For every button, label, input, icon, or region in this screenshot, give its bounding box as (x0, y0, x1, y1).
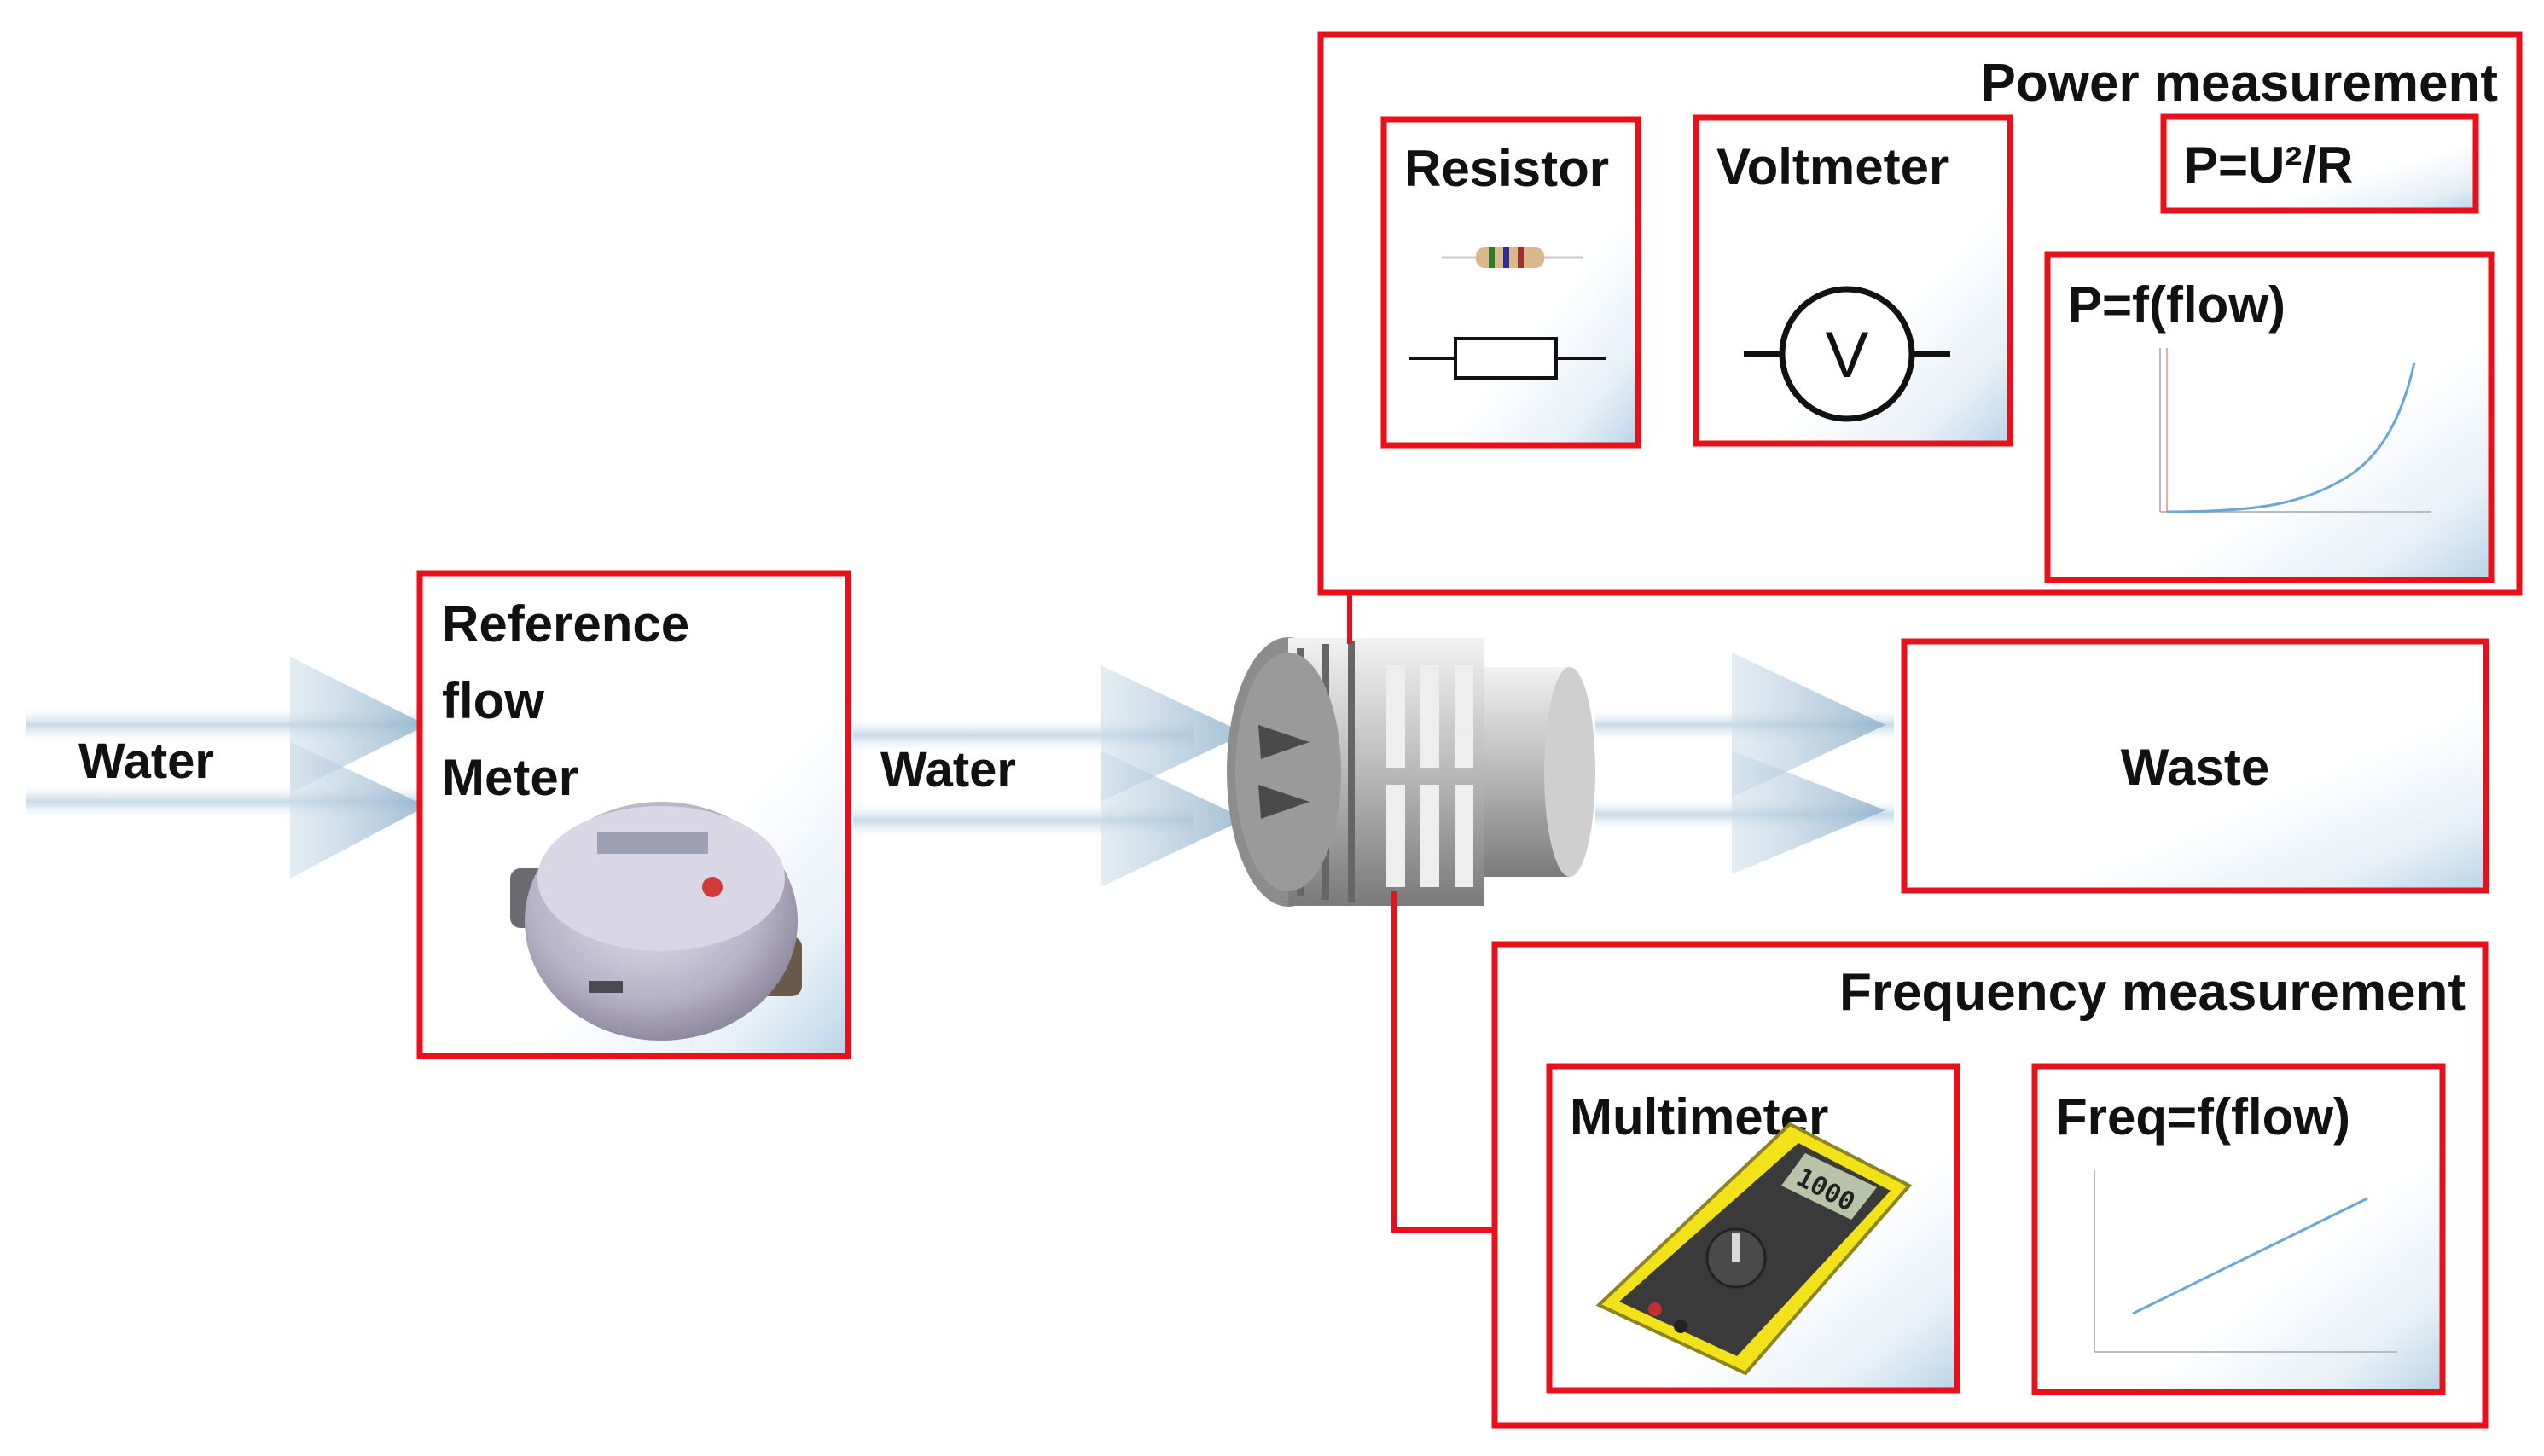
voltmeter-icon: V (1744, 286, 1950, 422)
waste-box: Waste (1901, 638, 2489, 894)
resistor-title: Resistor (1404, 140, 1609, 197)
water-meter-icon (510, 802, 802, 1041)
frequency-plot-title: Freq=f(flow) (2056, 1088, 2350, 1146)
frequency-measurement-panel: Frequency measurement Multimeter 1000 Fr… (1491, 941, 2489, 1429)
power-plot-title: P=f(flow) (2068, 276, 2286, 334)
reference-meter-title-2: flow (442, 672, 544, 729)
power-plot-box (2044, 251, 2495, 583)
formula-box (2160, 113, 2479, 214)
reference-meter-box: Reference flow Meter (416, 570, 851, 1059)
middle-flow-arrows (853, 665, 1246, 887)
water-middle-label: Water (880, 742, 1016, 798)
frequency-measurement-title: Frequency measurement (1839, 963, 2466, 1022)
voltmeter-title: Voltmeter (1716, 138, 1949, 195)
power-measurement-title: Power measurement (1981, 54, 2498, 113)
multimeter-icon: 1000 (1595, 1122, 1913, 1376)
outlet-flow-arrows (1595, 653, 1894, 874)
power-formula: P=U²/R (2184, 136, 2353, 194)
water-inlet-label: Water (78, 734, 214, 789)
inlet-flow-arrows (26, 657, 427, 879)
voltmeter-symbol: V (1826, 319, 1869, 392)
frequency-plot-box (2031, 1063, 2446, 1395)
resistor-box (1380, 116, 1641, 449)
turbine-sensor-icon (1227, 637, 1595, 907)
reference-meter-title-3: Meter (442, 749, 578, 806)
waste-title: Waste (2121, 739, 2270, 796)
frequency-curve-thumbnail (2094, 1170, 2397, 1353)
reference-meter-title-1: Reference (442, 595, 689, 653)
power-measurement-panel: Power measurement Resistor Voltmeter V P… (1317, 31, 2523, 596)
resistor-icon (1409, 247, 1606, 380)
power-curve-thumbnail (2159, 348, 2431, 513)
